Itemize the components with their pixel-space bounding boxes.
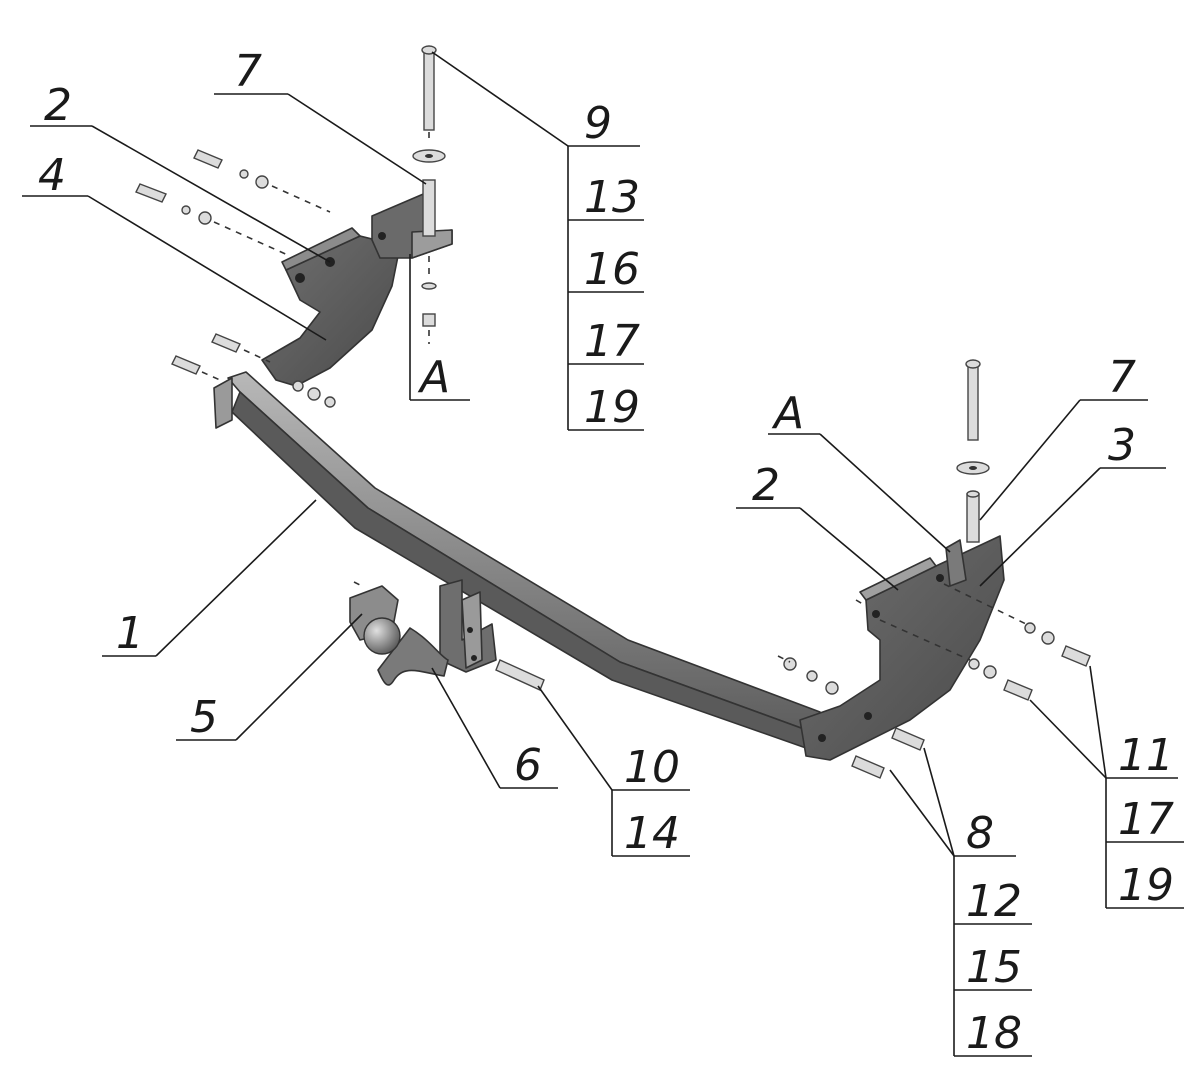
- right-bracket-bolts: [777, 583, 1091, 779]
- label-17-right: 17: [1118, 794, 1174, 845]
- label-15: 15: [966, 942, 1022, 993]
- label-6: 6: [514, 740, 542, 791]
- label-2-left: 2: [44, 80, 72, 131]
- hitch-mount-plate: [439, 579, 545, 691]
- left-vertical-bolt-stack: [412, 45, 446, 344]
- label-7-left: 7: [234, 46, 262, 97]
- cross-beam: [213, 371, 821, 749]
- label-17-top: 17: [584, 316, 640, 367]
- label-18: 18: [966, 1008, 1022, 1059]
- tow-ball-assembly: [349, 581, 449, 686]
- label-19-right: 19: [1118, 860, 1174, 911]
- label-11: 11: [1118, 730, 1174, 781]
- label-14: 14: [624, 808, 680, 859]
- label-3: 3: [1108, 420, 1136, 471]
- label-5: 5: [190, 692, 218, 743]
- label-a-right: A: [771, 388, 804, 439]
- label-13: 13: [584, 172, 640, 223]
- left-bracket: [261, 227, 401, 387]
- label-1: 1: [116, 608, 144, 659]
- label-2-right: 2: [752, 460, 780, 511]
- label-19-top: 19: [584, 382, 640, 433]
- right-vertical-bolt-stack: [956, 359, 990, 543]
- label-7-right: 7: [1108, 352, 1136, 403]
- label-a-left: A: [417, 352, 450, 403]
- label-8: 8: [966, 808, 994, 859]
- right-bracket: [799, 535, 1005, 761]
- label-10: 10: [624, 742, 680, 793]
- left-upper-plate: [371, 191, 453, 259]
- label-9: 9: [584, 98, 612, 149]
- part-labels: 7 2 4 9 13 16 17 19 A 1 5 6 10 14 A 7 3 …: [38, 46, 1174, 1059]
- label-12: 12: [966, 876, 1022, 927]
- label-4: 4: [38, 150, 66, 201]
- leader-lines: [22, 51, 1184, 1057]
- label-16: 16: [584, 244, 640, 295]
- left-bracket-bolts: [135, 149, 336, 408]
